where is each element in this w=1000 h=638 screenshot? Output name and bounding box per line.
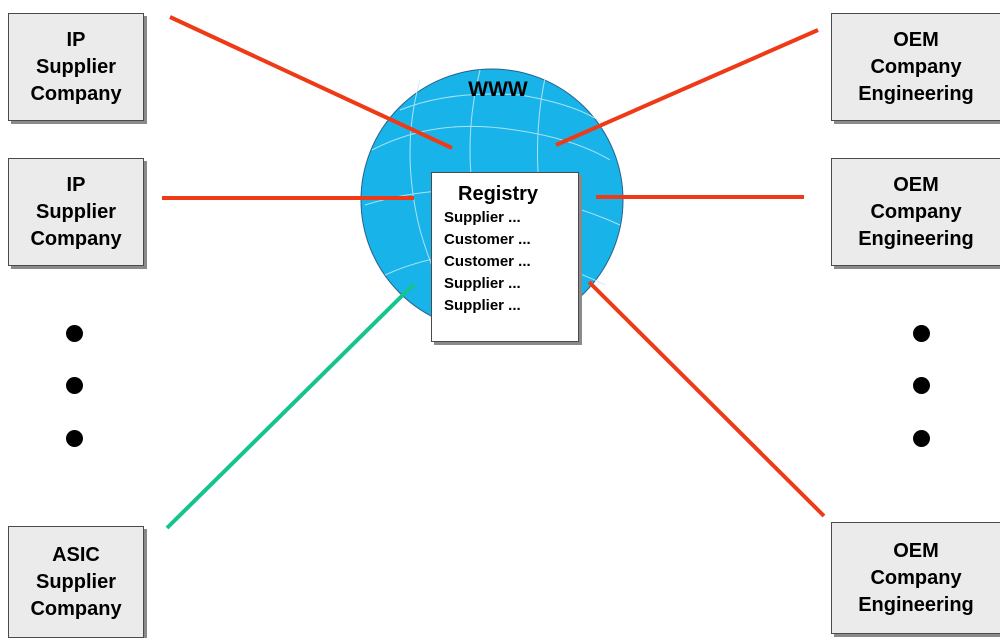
node-line: Company [870, 55, 962, 78]
registry-entry: Supplier ... [444, 209, 521, 226]
node-line: Engineering [858, 593, 974, 616]
ellipsis-dot-icon [66, 430, 83, 447]
node-line: Supplier [35, 200, 116, 223]
node-line: OEM [893, 173, 939, 196]
node-line: Engineering [858, 227, 974, 250]
registry-entry: Customer ... [444, 231, 531, 248]
ellipsis-dot-icon [66, 325, 83, 342]
ellipsis-dot-icon [913, 430, 930, 447]
oem-engineering-node-1: OEM Company Engineering [831, 13, 1000, 121]
node-line: Company [870, 566, 962, 589]
node-line: Company [870, 200, 962, 223]
registry-entry: Supplier ... [444, 275, 521, 292]
link-oem-3 [587, 280, 826, 518]
link-ip-supplier-1 [169, 15, 453, 150]
node-line: Company [30, 82, 122, 105]
node-line: Company [30, 597, 122, 620]
node-line: OEM [893, 28, 939, 51]
registry-entry: Customer ... [444, 253, 531, 270]
registry-entry: Supplier ... [444, 297, 521, 314]
ellipsis-dot-icon [66, 377, 83, 394]
asic-supplier-node: ASIC Supplier Company [8, 526, 144, 638]
link-asic-supplier [165, 282, 416, 530]
oem-engineering-node-3: OEM Company Engineering [831, 522, 1000, 634]
globe-label: WWW [468, 78, 528, 101]
registry-panel: Registry Supplier ... Customer ... Custo… [431, 172, 579, 342]
ip-supplier-node-2: IP Supplier Company [8, 158, 144, 266]
link-oem-1 [555, 28, 819, 147]
node-line: IP [66, 28, 86, 51]
node-line: IP [66, 173, 86, 196]
ellipsis-dot-icon [913, 325, 930, 342]
ip-supplier-node-1: IP Supplier Company [8, 13, 144, 121]
node-line: Engineering [858, 82, 974, 105]
node-line: Supplier [35, 55, 116, 78]
node-line: ASIC [52, 543, 100, 566]
node-line: OEM [893, 539, 939, 562]
ellipsis-dot-icon [913, 377, 930, 394]
oem-engineering-node-2: OEM Company Engineering [831, 158, 1000, 266]
registry-title: Registry [458, 183, 539, 205]
node-line: Supplier [35, 570, 116, 593]
node-line: Company [30, 227, 122, 250]
